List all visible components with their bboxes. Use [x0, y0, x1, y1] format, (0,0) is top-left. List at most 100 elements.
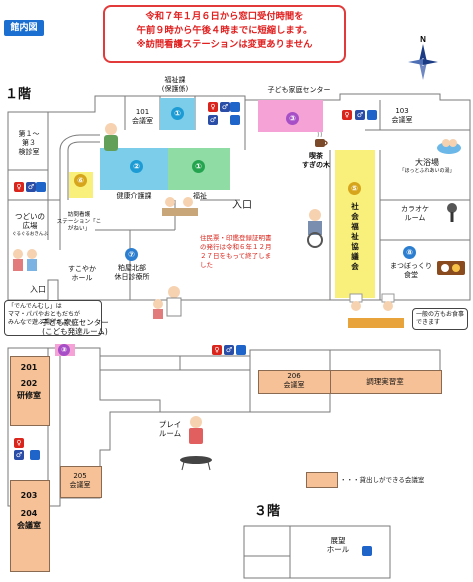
entrance-label: 入口 — [232, 200, 252, 211]
tsudoi-name: つどいの — [15, 212, 45, 221]
kids-bubble: 「でんでんむし」は ママ・パパやおともだちが みんなで遊ぶ場所だよ～ — [4, 300, 102, 336]
karaoke-name: カラオケ — [401, 205, 429, 213]
kitabu-name: 粕屋北部 — [118, 264, 146, 272]
female-wc-icon-2f: ♀ — [212, 345, 222, 355]
chef-illustration-icon — [348, 293, 404, 328]
wheelchair-icon-3f — [362, 546, 372, 556]
play-room-name: プレイ — [158, 420, 182, 429]
floor-3-walls — [243, 525, 391, 579]
room-202-sub: 研修室 — [17, 391, 41, 400]
notice-box: 令和７年１月６日から窓口受付時間を 午前９時から午後４時までに短縮します。 ※訪… — [103, 5, 346, 63]
male-wc-icon: ♂ — [220, 102, 230, 112]
male-wc-icon-2f-west: ♂ — [14, 450, 24, 460]
trampoline-child-illustration-icon — [180, 416, 212, 471]
room-103-sub: 会議室 — [391, 116, 413, 124]
tsudoi-tag: ぐるぐるおきんぶ — [12, 232, 48, 237]
room-103-number: 103 — [395, 107, 409, 115]
notice-line-2: 午前９時から午後４時までに短縮します。 — [136, 25, 313, 36]
female-wc-icon-east: ♀ — [342, 110, 352, 120]
fukushika-name: 福祉課 — [164, 76, 186, 84]
tsudoi-label: つどいの 広場 ぐるぐるおきんぶ — [10, 212, 50, 239]
kodomo-2f-sub: (こども発達ルーム) — [42, 327, 108, 336]
room-205-sub: 会議室 — [69, 481, 91, 489]
number-5: ⑤ — [348, 182, 361, 195]
kissa-sub: すぎの木 — [302, 161, 330, 169]
room-203-number: 203 — [20, 491, 38, 500]
hogogakari-name: (保護係) — [161, 85, 189, 93]
sugoyaka-name: すこやか — [68, 265, 96, 273]
female-wc-icon-west: ♀ — [14, 182, 24, 192]
room-shakyo — [335, 150, 375, 298]
male-wc-icon-west: ♂ — [26, 182, 36, 192]
houmon-sub: ステーション「こがねい」 — [56, 219, 102, 232]
wheelchair-icon — [230, 102, 240, 112]
room-205 — [60, 466, 102, 498]
sugoyaka-sub: ホール — [71, 274, 93, 282]
map-title-badge: 館内図 — [4, 20, 44, 36]
microphone-icon — [447, 203, 457, 222]
ooyoku-name: 大浴場 — [415, 158, 439, 167]
kitabu-label: 粕屋北部 休日診療所 — [108, 264, 156, 282]
room-206-label: 206 会議室 — [258, 372, 330, 390]
room-206-sub: 会議室 — [283, 381, 305, 389]
floor-1-walls — [7, 93, 471, 301]
people-at-counter-illustration-icon — [162, 197, 198, 216]
number-green: ① — [192, 160, 205, 173]
wheelchair-icon-east — [367, 110, 377, 120]
meal-icon — [437, 261, 465, 275]
play-room-sub: ルーム — [158, 429, 182, 438]
chori-label: 調理実習室 — [366, 377, 404, 386]
number-3-2f: ③ — [58, 344, 70, 356]
fukushika-label: 福祉課 (保護係) — [145, 76, 205, 94]
legend-text: ・・・貸出しができる会議室 — [340, 476, 425, 484]
ooyoku-label: 大浴場 「ほっとふれあいの湯」 — [394, 158, 460, 176]
sugoyaka-label: すこやか ホール — [62, 265, 102, 283]
matsubo-sub: 食堂 — [404, 271, 418, 279]
kenko-label: 健康介護課 — [116, 192, 152, 200]
resident-certificate-notice: 住民票・印鑑登録証明書の発行は令和６年１２月２７日をもって終了しました — [200, 234, 272, 269]
wheelchair-icon-2f — [236, 345, 246, 355]
room-206-number: 206 — [287, 372, 301, 380]
wheelchair-icon-2f-west — [30, 450, 40, 460]
tenbou-label: 展望 ホール — [318, 536, 358, 554]
room-101-sub: 会議室 — [132, 117, 153, 125]
room-201-202 — [10, 356, 50, 426]
wheelchair-icon-2 — [230, 115, 240, 125]
room-chori — [330, 370, 442, 394]
female-wc-icon: ♀ — [208, 102, 218, 112]
tenbou-name: 展望 — [330, 536, 346, 545]
kissa-label: 喫茶 すぎの木 — [296, 152, 336, 170]
room-204-sub: 会議室 — [17, 521, 41, 530]
matsubo-label: まつぼっくり 食堂 — [384, 262, 438, 280]
svg-text:N: N — [420, 35, 426, 44]
tsudoi-sub: 広場 — [22, 221, 38, 230]
room-204-number: 204 — [20, 509, 38, 518]
room-206 — [258, 370, 332, 394]
entrance-label-west: 入口 — [30, 285, 46, 294]
ooyoku-sub: 「ほっとふれあいの湯」 — [399, 168, 455, 174]
number-3: ③ — [286, 112, 299, 125]
karaoke-sub: ルーム — [404, 214, 426, 222]
male-wc-icon-2f: ♂ — [224, 345, 234, 355]
number-2: ② — [130, 160, 143, 173]
number-7: ⑦ — [125, 248, 138, 261]
shakyo-label: 社 会 福 祉 協 議 会 — [351, 202, 359, 271]
elderly-person-illustration-icon — [104, 123, 118, 151]
houmon-label: 訪問看護 ステーション「こがねい」 — [54, 212, 104, 233]
room-203-204-label: 203 204 会議室 — [10, 490, 48, 532]
floor-1-label: １階 — [5, 87, 32, 102]
room-101-number: 101 — [135, 108, 150, 116]
male-wc-icon-east: ♂ — [355, 110, 365, 120]
karaoke-label: カラオケ ルーム — [390, 205, 440, 223]
notice-line-1: 令和７年１月６日から窓口受付時間を — [145, 11, 304, 22]
number-1: ① — [171, 107, 184, 120]
room-205-label: 205 会議室 — [60, 472, 100, 490]
food-bubble: 一般の方もお食事 できます — [412, 308, 468, 330]
kissa-name: 喫茶 — [309, 152, 323, 160]
floor-3-label: ３階 — [254, 504, 281, 519]
room-203-204 — [10, 480, 50, 572]
room-101: 101 会議室 — [125, 108, 160, 126]
matsubo-name: まつぼっくり — [390, 262, 432, 270]
room-103: 103 会議室 — [382, 107, 422, 125]
wheelchair-icon-west — [36, 182, 46, 192]
